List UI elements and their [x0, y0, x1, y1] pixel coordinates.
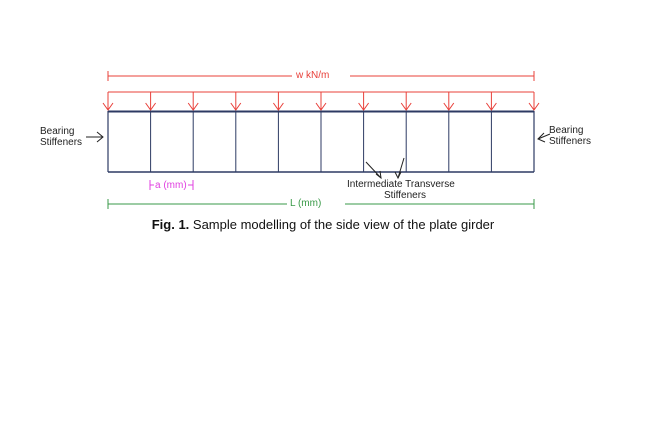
pointer-arrow-icon — [537, 132, 551, 143]
load-arrow-icon — [485, 92, 497, 111]
load-arrows — [102, 92, 540, 111]
pointer-arrow-icon — [365, 161, 382, 180]
pointer-arrow-icon — [394, 157, 405, 180]
load-arrow-icon — [272, 92, 284, 111]
load-arrow-icon — [443, 92, 455, 111]
girder — [107, 110, 535, 173]
load-arrow-icon — [230, 92, 242, 111]
pointer-arrow-icon — [86, 131, 104, 143]
distributed-load — [102, 91, 540, 111]
bearing-stiffeners-right-label-line2: Stiffeners — [549, 136, 592, 147]
load-arrow-icon — [145, 92, 157, 111]
load-arrow-icon — [102, 92, 114, 111]
span-dimension — [107, 199, 535, 209]
load-arrow-icon — [528, 92, 540, 111]
intermediate-stiffeners-label-line2: Stiffeners — [384, 190, 427, 201]
bearing-stiffeners-left-label-line2: Stiffeners — [40, 137, 83, 148]
load-arrow-icon — [187, 92, 199, 111]
figure-number: Fig. 1. — [151, 217, 190, 232]
bearing-stiffeners-right-label-line1: Bearing — [549, 125, 584, 136]
bearing-stiffeners-left-label-line1: Bearing — [40, 126, 75, 137]
span-label: L (mm) — [290, 198, 322, 209]
load-label: w kN/m — [296, 70, 330, 81]
load-arrow-icon — [358, 92, 370, 111]
figure-caption-text: Sample modelling of the side view of the… — [189, 217, 495, 232]
panel-spacing-dimension — [149, 180, 194, 190]
pointer-arrows — [86, 131, 551, 180]
panel-spacing-label: a (mm) — [155, 180, 187, 191]
load-arrow-icon — [315, 92, 327, 111]
figure-caption: Fig. 1. Sample modelling of the side vie… — [0, 217, 646, 232]
load-arrow-icon — [400, 92, 412, 111]
load-dimension — [107, 71, 535, 81]
intermediate-stiffeners-label-line1: Intermediate Transverse — [347, 179, 455, 190]
intermediate-stiffeners — [150, 112, 492, 172]
